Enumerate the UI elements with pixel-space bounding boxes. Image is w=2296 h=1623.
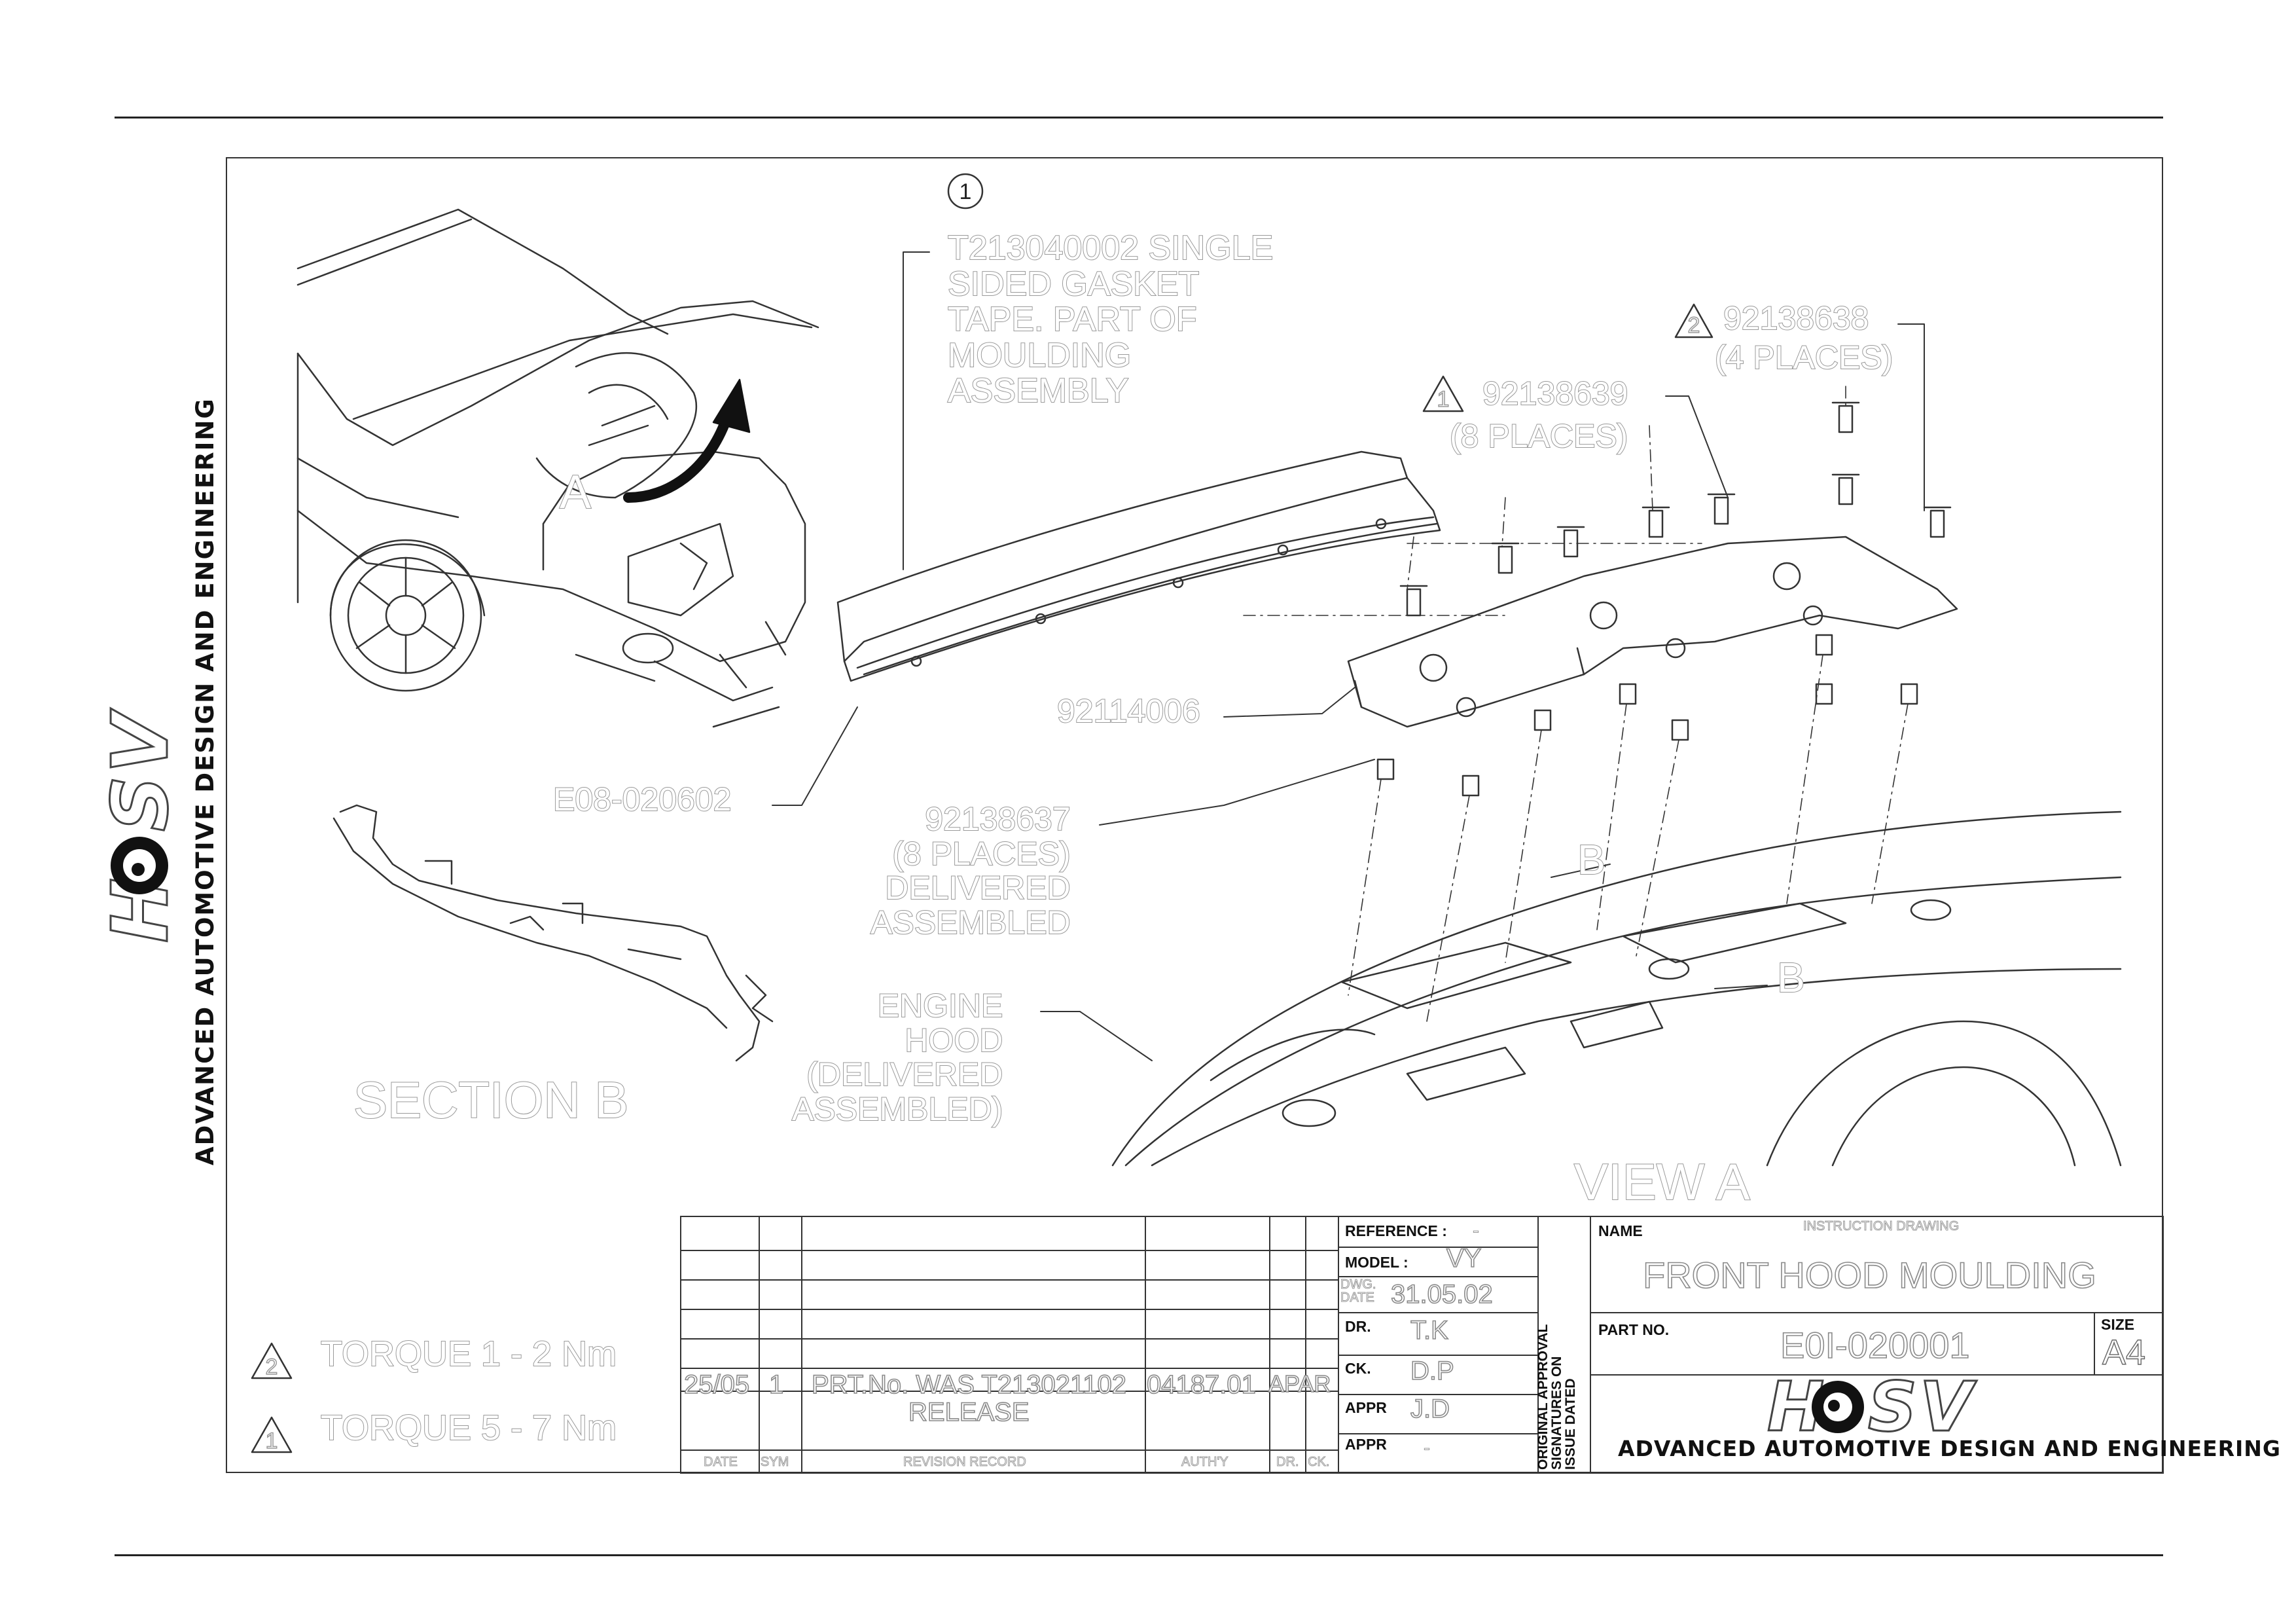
rev-header-dr: DR. bbox=[1276, 1455, 1299, 1470]
torque-note-2: TORQUE 1 - 2 Nm bbox=[320, 1334, 617, 1374]
rev-header-date: DATE bbox=[704, 1455, 738, 1470]
item-number-circle bbox=[947, 173, 984, 210]
torque-2-triangle-number: 2 bbox=[266, 1355, 278, 1379]
bolt-2-part-number: 92138638 bbox=[1723, 300, 1869, 337]
dwg-date-value: 31.05.02 bbox=[1390, 1279, 1493, 1309]
triangle-bolt-2 bbox=[1674, 303, 1713, 338]
ck-label: CK. bbox=[1345, 1360, 1371, 1377]
car-illustration bbox=[296, 208, 819, 728]
revision-date: 25/05 bbox=[683, 1370, 750, 1400]
name-label: NAME bbox=[1598, 1222, 1643, 1239]
dwg-date-label: DWG. DATE bbox=[1340, 1277, 1376, 1305]
part-no-value: E0I-020001 bbox=[1780, 1324, 1970, 1366]
part-no-label: PART NO. bbox=[1598, 1321, 1670, 1338]
footer-company-name: ADVANCED AUTOMOTIVE DESIGN AND ENGINEERI… bbox=[1618, 1436, 2282, 1461]
side-company-brand: ADVANCED AUTOMOTIVE DESIGN AND ENGINEERI… bbox=[144, 397, 223, 1165]
gasket-tape-callout: T213040002 SINGLE SIDED GASKET TAPE. PAR… bbox=[947, 229, 1274, 410]
item-number: 1 bbox=[960, 179, 972, 204]
assembly-lines bbox=[1243, 386, 1909, 1022]
section-b-marker-lower: B bbox=[1776, 954, 1806, 1001]
reference-label: REFERENCE : bbox=[1345, 1222, 1447, 1239]
engine-hood-callout: ENGINE HOOD (DELIVERED ASSEMBLED) bbox=[791, 987, 1003, 1127]
bottom-rule bbox=[115, 1554, 2163, 1556]
revision-record-line2: RELEASE bbox=[908, 1397, 1030, 1427]
dr-value: T.K bbox=[1410, 1315, 1448, 1345]
torque-1-triangle-number: 1 bbox=[266, 1429, 278, 1453]
mounting-bracket bbox=[1347, 536, 1958, 728]
rev-header-auth: AUTH'Y bbox=[1181, 1455, 1229, 1470]
nut-inserts bbox=[1376, 634, 1918, 797]
revision-authority: 04187.01 bbox=[1146, 1370, 1256, 1400]
size-label: SIZE bbox=[2101, 1316, 2135, 1333]
model-value: VY bbox=[1446, 1243, 1482, 1273]
nut-insert-callout: 92138637 (8 PLACES) DELIVERED ASSEMBLED bbox=[870, 801, 1071, 941]
section-b-marker-upper: B bbox=[1577, 836, 1606, 883]
model-label: MODEL : bbox=[1345, 1254, 1408, 1271]
revision-sym: 1 bbox=[768, 1370, 784, 1400]
hsv-logo-side: H SV bbox=[94, 707, 187, 944]
name-subtitle: INSTRUCTION DRAWING bbox=[1803, 1219, 1960, 1234]
size-value: A4 bbox=[2102, 1332, 2146, 1372]
triangle-torque-1 bbox=[251, 1416, 293, 1453]
bolt-1-places: (8 PLACES) bbox=[1449, 418, 1628, 454]
section-b-title: SECTION B bbox=[353, 1071, 629, 1129]
hsv-logo-foot: H SV bbox=[1767, 1366, 1977, 1448]
torque-note-1: TORQUE 5 - 7 Nm bbox=[320, 1408, 617, 1448]
svg-text:SV: SV bbox=[95, 708, 185, 831]
title-block-grid bbox=[680, 1216, 2164, 1474]
engine-hood bbox=[1111, 811, 2122, 1167]
bolt-1-part-number: 92138639 bbox=[1482, 375, 1628, 412]
open-arrow bbox=[623, 414, 732, 503]
leader-lines bbox=[772, 251, 1925, 1061]
rev-header-sym: SYM bbox=[760, 1455, 789, 1470]
drawing-name: FRONT HOOD MOULDING bbox=[1642, 1254, 2096, 1296]
moulding-part-number: E08-020602 bbox=[552, 781, 732, 818]
view-a-title: VIEW A bbox=[1573, 1153, 1751, 1211]
revision-dr: APAR bbox=[1268, 1370, 1331, 1398]
bracket-part-number: 92114006 bbox=[1056, 693, 1201, 729]
appr2-value: - bbox=[1424, 1437, 1431, 1459]
triangle-torque-2 bbox=[251, 1342, 293, 1379]
triangle-bolt-1 bbox=[1422, 375, 1464, 412]
top-rule bbox=[115, 117, 2163, 119]
dr-label: DR. bbox=[1345, 1318, 1371, 1335]
bolt-1-triangle-number: 1 bbox=[1437, 387, 1450, 412]
view-a-marker: A bbox=[559, 466, 592, 519]
rev-header-record: REVISION RECORD bbox=[903, 1455, 1027, 1470]
ck-value: D.P bbox=[1410, 1356, 1454, 1386]
reference-value: - bbox=[1473, 1220, 1480, 1242]
appr1-label: APPR bbox=[1345, 1399, 1387, 1416]
appr2-label: APPR bbox=[1345, 1436, 1387, 1453]
revision-record-line1: PRT.No. WAS T213021102 bbox=[811, 1370, 1127, 1400]
bolt-2-triangle-number: 2 bbox=[1688, 313, 1700, 338]
approval-note: ORIGINAL APPROVAL SIGNATURES ON ISSUE DA… bbox=[1535, 1324, 1578, 1470]
bolt-2-places: (4 PLACES) bbox=[1714, 339, 1893, 376]
section-b-profile bbox=[332, 804, 774, 1062]
side-company-name: ADVANCED AUTOMOTIVE DESIGN AND ENGINEERI… bbox=[191, 397, 219, 1165]
rev-header-ck: CK. bbox=[1307, 1455, 1330, 1470]
svg-text:SV: SV bbox=[1868, 1367, 1977, 1447]
appr1-value: J.D bbox=[1410, 1394, 1450, 1424]
hood-moulding bbox=[836, 450, 1441, 682]
